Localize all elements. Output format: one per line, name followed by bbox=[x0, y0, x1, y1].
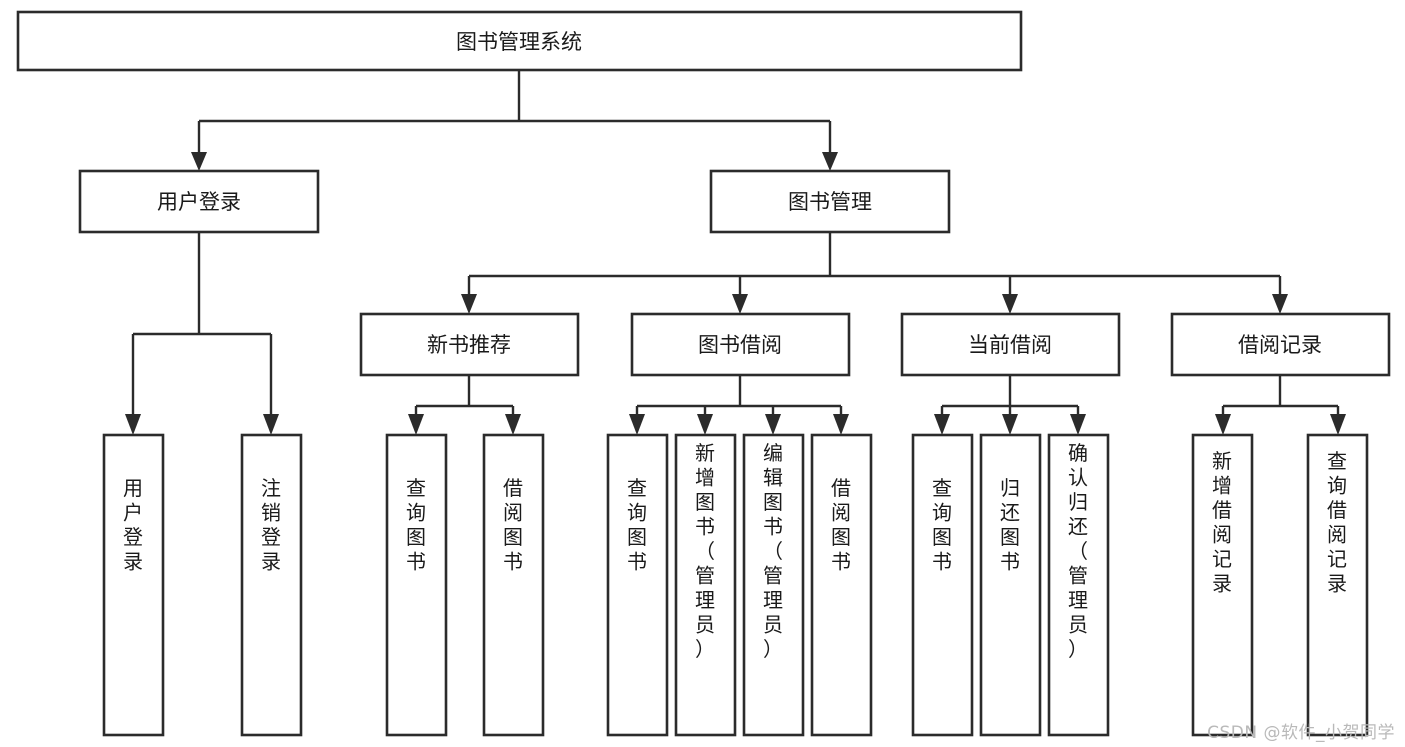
node-leaf-query-book-1-label: 查询图书 bbox=[406, 476, 426, 574]
node-leaf-query-book-1-box bbox=[385, 433, 448, 737]
node-leaf-query-book-2-box bbox=[606, 433, 669, 737]
node-leaf-edit-book-box bbox=[742, 433, 805, 737]
node-leaf-confirm-return-box bbox=[1047, 433, 1110, 737]
node-leaf-return-book-label: 归还图书 bbox=[1000, 476, 1020, 574]
arrow-current-borrow bbox=[1002, 294, 1018, 314]
node-leaf-edit-book[interactable]: 编辑图书（管理员） bbox=[742, 433, 805, 737]
arrow-leaf-query-book-2 bbox=[629, 414, 645, 435]
connectors-group bbox=[125, 70, 1346, 435]
arrow-new-book-recommend bbox=[461, 294, 477, 314]
arrow-leaf-query-record bbox=[1330, 414, 1346, 435]
node-leaf-user-logout-label: 注销登录 bbox=[261, 476, 281, 574]
node-leaf-confirm-return[interactable]: 确认归还（管理员） bbox=[1047, 433, 1110, 737]
node-current-borrow-box bbox=[900, 312, 1121, 377]
node-leaf-borrow-book-2-box bbox=[810, 433, 873, 737]
node-leaf-borrow-book-1-box bbox=[482, 433, 545, 737]
node-leaf-query-book-2-label: 查询图书 bbox=[627, 476, 647, 574]
arrow-to-user-login bbox=[191, 152, 207, 171]
arrow-leaf-add-record bbox=[1215, 414, 1231, 435]
node-leaf-query-book-3-box bbox=[911, 433, 974, 737]
node-leaf-user-login-box bbox=[102, 433, 165, 737]
node-book-manage[interactable]: 图书管理 bbox=[709, 169, 951, 234]
node-leaf-return-book-box bbox=[979, 433, 1042, 737]
node-leaf-query-record[interactable]: 查询借阅记录 bbox=[1306, 433, 1369, 737]
node-leaf-borrow-book-1-label: 借阅图书 bbox=[503, 476, 523, 574]
node-leaf-edit-book-label: 编辑图书（管理员） bbox=[763, 441, 783, 661]
node-book-borrow-box bbox=[630, 312, 851, 377]
node-leaf-query-record-box bbox=[1306, 433, 1369, 737]
node-leaf-borrow-book-1[interactable]: 借阅图书 bbox=[482, 433, 545, 737]
node-leaf-add-book-box bbox=[674, 433, 737, 737]
arrow-leaf-user-logout bbox=[263, 414, 279, 435]
node-new-book-recommend-label: 新书推荐 bbox=[427, 333, 511, 357]
arrow-leaf-query-book-3 bbox=[934, 414, 950, 435]
arrow-leaf-query-book-1 bbox=[408, 414, 424, 435]
node-book-borrow[interactable]: 图书借阅 bbox=[630, 312, 851, 377]
node-root-label: 图书管理系统 bbox=[456, 30, 582, 54]
node-borrow-record-label: 借阅记录 bbox=[1238, 333, 1322, 357]
node-book-manage-box bbox=[709, 169, 951, 234]
node-leaf-query-record-label: 查询借阅记录 bbox=[1327, 449, 1347, 596]
node-leaf-add-book[interactable]: 新增图书（管理员） bbox=[674, 433, 737, 737]
arrow-leaf-add-book bbox=[697, 414, 713, 435]
arrow-leaf-user-login bbox=[125, 414, 141, 435]
arrow-leaf-borrow-book-1 bbox=[505, 414, 521, 435]
node-leaf-add-record[interactable]: 新增借阅记录 bbox=[1191, 433, 1254, 737]
node-new-book-recommend-box bbox=[359, 312, 580, 377]
node-leaf-confirm-return-label: 确认归还（管理员） bbox=[1068, 441, 1088, 661]
arrow-to-book-manage bbox=[822, 152, 838, 171]
arrow-leaf-return-book bbox=[1002, 414, 1018, 435]
node-borrow-record[interactable]: 借阅记录 bbox=[1170, 312, 1391, 377]
node-leaf-add-book-label: 新增图书（管理员） bbox=[695, 441, 715, 661]
node-new-book-recommend[interactable]: 新书推荐 bbox=[359, 312, 580, 377]
arrow-leaf-edit-book bbox=[765, 414, 781, 435]
arrow-leaf-confirm-return bbox=[1070, 414, 1086, 435]
node-book-manage-label: 图书管理 bbox=[788, 190, 872, 214]
node-book-borrow-label: 图书借阅 bbox=[698, 333, 782, 357]
node-root[interactable]: 图书管理系统 bbox=[16, 10, 1023, 72]
node-leaf-user-login-label: 用户登录 bbox=[123, 476, 143, 574]
node-leaf-query-book-1[interactable]: 查询图书 bbox=[385, 433, 448, 737]
arrow-leaf-borrow-book-2 bbox=[833, 414, 849, 435]
node-current-borrow-label: 当前借阅 bbox=[968, 333, 1052, 357]
node-leaf-user-logout-box bbox=[240, 433, 303, 737]
node-current-borrow[interactable]: 当前借阅 bbox=[900, 312, 1121, 377]
node-user-login[interactable]: 用户登录 bbox=[78, 169, 320, 234]
node-leaf-query-book-2[interactable]: 查询图书 bbox=[606, 433, 669, 737]
node-leaf-user-logout[interactable]: 注销登录 bbox=[240, 433, 303, 737]
arrow-book-borrow bbox=[732, 294, 748, 314]
node-leaf-query-book-3[interactable]: 查询图书 bbox=[911, 433, 974, 737]
node-borrow-record-box bbox=[1170, 312, 1391, 377]
node-leaf-query-book-3-label: 查询图书 bbox=[932, 476, 952, 574]
node-leaf-add-record-label: 新增借阅记录 bbox=[1212, 449, 1232, 596]
node-leaf-user-login[interactable]: 用户登录 bbox=[102, 433, 165, 737]
node-leaf-return-book[interactable]: 归还图书 bbox=[979, 433, 1042, 737]
node-leaf-borrow-book-2[interactable]: 借阅图书 bbox=[810, 433, 873, 737]
node-user-login-label: 用户登录 bbox=[157, 190, 241, 214]
node-leaf-borrow-book-2-label: 借阅图书 bbox=[831, 476, 851, 574]
node-user-login-box bbox=[78, 169, 320, 234]
node-leaf-add-record-box bbox=[1191, 433, 1254, 737]
arrow-borrow-record bbox=[1272, 294, 1288, 314]
node-root-box bbox=[16, 10, 1023, 72]
